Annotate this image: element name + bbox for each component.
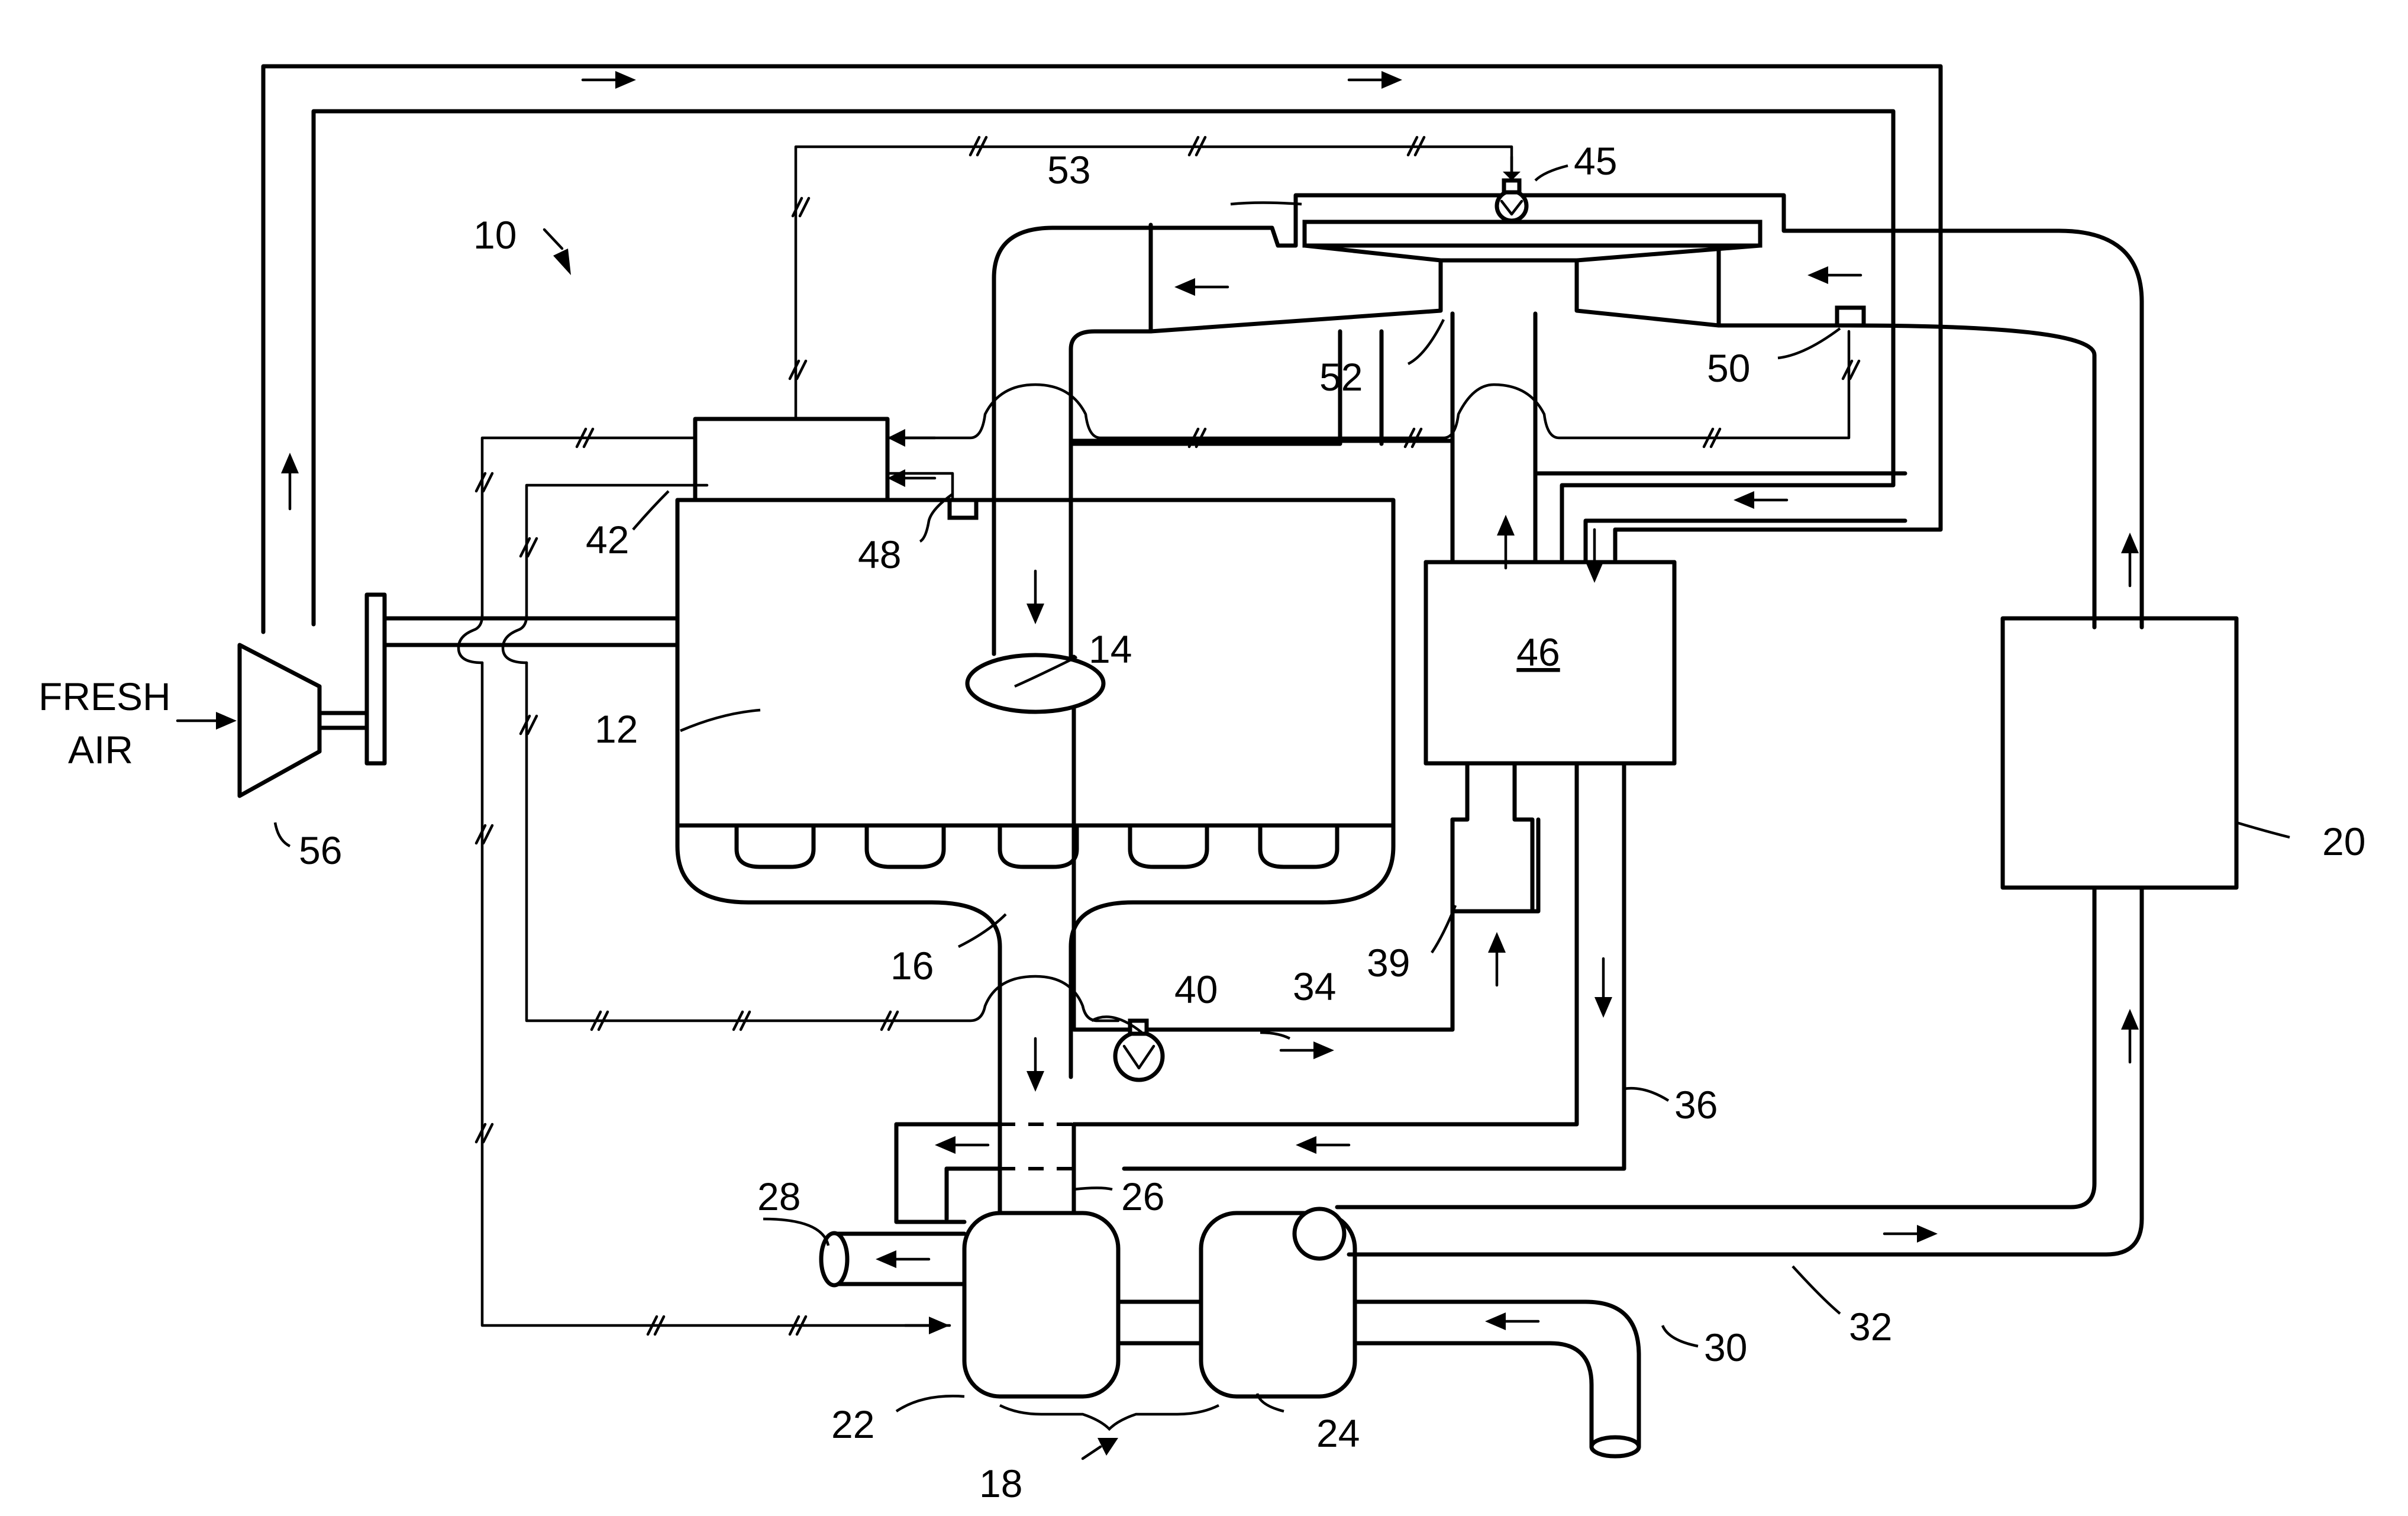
compressor-56 bbox=[240, 595, 677, 796]
cylinder-ports bbox=[737, 825, 1337, 867]
label-52: 52 bbox=[1319, 355, 1363, 399]
inlet-30 bbox=[1592, 1437, 1639, 1456]
throttle-plate bbox=[1305, 222, 1760, 246]
label-28: 28 bbox=[757, 1175, 800, 1218]
label-32: 32 bbox=[1849, 1305, 1892, 1349]
intake-duct bbox=[994, 195, 2142, 654]
label-26: 26 bbox=[1121, 1175, 1164, 1218]
control-signal-lines bbox=[482, 147, 1849, 1325]
sensor-48 bbox=[950, 500, 976, 518]
label-20: 20 bbox=[2322, 820, 2365, 863]
label-45: 45 bbox=[1574, 139, 1617, 183]
signal-crossovers bbox=[459, 615, 527, 663]
label-fresh-2: AIR bbox=[68, 728, 133, 772]
label-42: 42 bbox=[586, 518, 629, 562]
label-40: 40 bbox=[1174, 967, 1218, 1011]
outlet-port bbox=[1295, 1209, 1344, 1259]
aftertreatment-unit-22 bbox=[964, 1213, 1118, 1396]
label-22: 22 bbox=[831, 1402, 874, 1446]
leader-lines bbox=[275, 166, 2290, 1429]
charge-air-cooler-20 bbox=[1337, 618, 2236, 1254]
label-56: 56 bbox=[299, 828, 342, 872]
label-24: 24 bbox=[1316, 1411, 1360, 1455]
intake-port-14 bbox=[967, 655, 1103, 712]
label-48: 48 bbox=[858, 533, 901, 576]
egr-valve-39 bbox=[1452, 820, 1538, 911]
fresh-air-loop-duct bbox=[263, 66, 1941, 632]
label-14: 14 bbox=[1089, 627, 1132, 671]
controller-42 bbox=[695, 419, 887, 500]
aftertreatment-18 bbox=[964, 1209, 1639, 1456]
label-46: 46 bbox=[1516, 630, 1560, 674]
exhaust-outlet-28 bbox=[821, 1233, 847, 1285]
label-fresh-1: FRESH bbox=[38, 675, 171, 718]
label-10: 10 bbox=[473, 213, 517, 257]
label-36: 36 bbox=[1674, 1083, 1718, 1127]
label-39: 39 bbox=[1367, 941, 1410, 985]
label-53: 53 bbox=[1047, 148, 1090, 192]
label-18: 18 bbox=[979, 1462, 1022, 1505]
label-30: 30 bbox=[1704, 1325, 1747, 1369]
label-16: 16 bbox=[890, 944, 934, 988]
label-50: 50 bbox=[1707, 346, 1750, 390]
label-34: 34 bbox=[1293, 965, 1336, 1008]
flow-arrows bbox=[177, 71, 2139, 1459]
valve-45 bbox=[1497, 180, 1526, 221]
sensor-50 bbox=[1837, 308, 1864, 325]
label-12: 12 bbox=[595, 707, 638, 751]
